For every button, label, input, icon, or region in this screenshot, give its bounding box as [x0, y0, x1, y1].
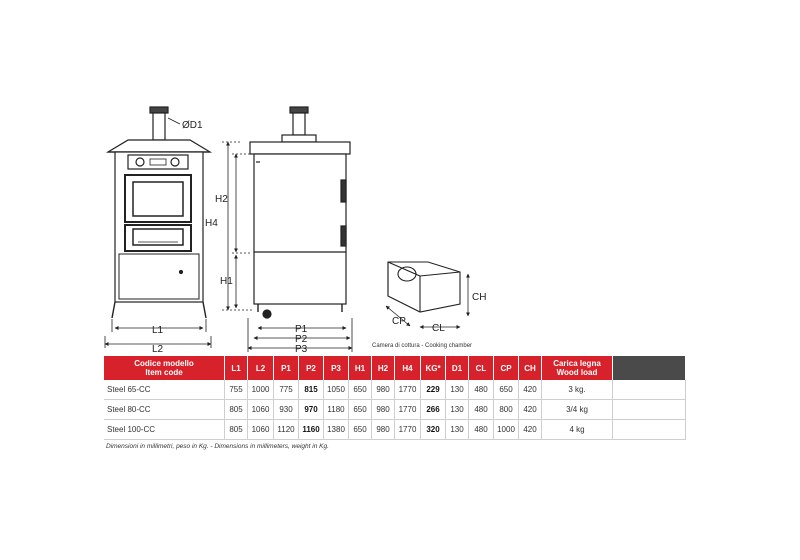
cell-value: 1050	[323, 380, 349, 400]
header-blank	[612, 356, 686, 380]
header-col: CH	[518, 356, 542, 380]
cell-value: 420	[518, 419, 542, 440]
cell-load: 3/4 kg	[541, 399, 613, 420]
front-view	[105, 106, 213, 319]
header-model-en: Item code	[145, 368, 183, 377]
cell-value: 480	[468, 419, 494, 440]
cell-value: 1380	[323, 419, 349, 440]
label-ch: CH	[472, 292, 486, 303]
header-col: P2	[298, 356, 324, 380]
header-col: H4	[394, 356, 421, 380]
header-col: P3	[323, 356, 349, 380]
cell-value: 266	[420, 399, 446, 420]
header-model: Codice modello Item code	[104, 356, 225, 380]
cooking-chamber-drawing	[385, 261, 470, 329]
cell-model: Steel 100-CC	[104, 419, 225, 440]
front-dimensions	[104, 319, 212, 348]
header-col: D1	[445, 356, 469, 380]
header-load-en: Wood load	[556, 368, 598, 377]
cell-value: 229	[420, 380, 446, 400]
label-l1: L1	[152, 325, 164, 336]
cell-load: 3 kg.	[541, 380, 613, 400]
table-header-row: Codice modello Item code L1 L2 P1 P2 P3 …	[104, 356, 686, 380]
cell-value: 130	[445, 399, 469, 420]
cell-value: 970	[298, 399, 324, 420]
cell-value: 320	[420, 419, 446, 440]
header-model-it: Codice modello	[134, 359, 194, 368]
side-view	[249, 106, 351, 319]
label-h1: H1	[220, 276, 233, 287]
label-cl: CL	[432, 323, 445, 334]
side-dimensions	[222, 141, 353, 352]
cell-value: 930	[273, 399, 299, 420]
header-col: L1	[224, 356, 248, 380]
chamber-caption: Camera di cottura - Cooking chamber	[372, 343, 473, 349]
cell-model: Steel 65-CC	[104, 380, 225, 400]
cell-value: 815	[298, 380, 324, 400]
cell-value: 1770	[394, 380, 421, 400]
cell-value: 420	[518, 380, 542, 400]
header-load: Carica legna Wood load	[541, 356, 613, 380]
cell-value: 480	[468, 380, 494, 400]
header-col: P1	[273, 356, 299, 380]
label-l2: L2	[152, 344, 164, 355]
cell-value: 755	[224, 380, 248, 400]
cell-value: 800	[493, 399, 519, 420]
cell-value: 130	[445, 380, 469, 400]
footnote: Dimensioni in millimetri, peso in Kg. - …	[106, 443, 329, 450]
cell-model: Steel 80-CC	[104, 399, 225, 420]
label-p1: P1	[295, 324, 308, 335]
cell-value: 1000	[247, 380, 274, 400]
cell-value: 1180	[323, 399, 349, 420]
header-col: L2	[247, 356, 274, 380]
label-h4: H4	[205, 218, 218, 229]
cell-value: 980	[371, 380, 395, 400]
header-col: CP	[493, 356, 519, 380]
cell-value: 1770	[394, 419, 421, 440]
cell-value: 1160	[298, 419, 324, 440]
cell-value: 980	[371, 399, 395, 420]
header-col: H2	[371, 356, 395, 380]
header-load-it: Carica legna	[553, 359, 601, 368]
cell-value: 420	[518, 399, 542, 420]
cell-value: 1060	[247, 419, 274, 440]
cell-value: 650	[348, 380, 372, 400]
cell-value: 1000	[493, 419, 519, 440]
cell-blank	[612, 419, 686, 440]
cell-value: 650	[493, 380, 519, 400]
header-col: KG*	[420, 356, 446, 380]
cell-value: 130	[445, 419, 469, 440]
cell-value: 980	[371, 419, 395, 440]
label-h2: H2	[215, 194, 228, 205]
cell-blank	[612, 380, 686, 400]
cell-value: 650	[348, 399, 372, 420]
label-d1: ØD1	[182, 120, 203, 131]
cell-value: 805	[224, 399, 248, 420]
cell-value: 650	[348, 419, 372, 440]
cell-blank	[612, 399, 686, 420]
cell-value: 480	[468, 399, 494, 420]
label-p3: P3	[295, 344, 308, 355]
spec-table: Codice modello Item code L1 L2 P1 P2 P3 …	[104, 356, 686, 440]
cell-value: 1060	[247, 399, 274, 420]
cell-value: 1120	[273, 419, 299, 440]
cell-value: 1770	[394, 399, 421, 420]
header-col: H1	[348, 356, 372, 380]
cell-value: 775	[273, 380, 299, 400]
cell-load: 4 kg	[541, 419, 613, 440]
header-col: CL	[468, 356, 494, 380]
cell-value: 805	[224, 419, 248, 440]
label-cp: CP	[392, 316, 406, 327]
label-p2: P2	[295, 334, 308, 345]
